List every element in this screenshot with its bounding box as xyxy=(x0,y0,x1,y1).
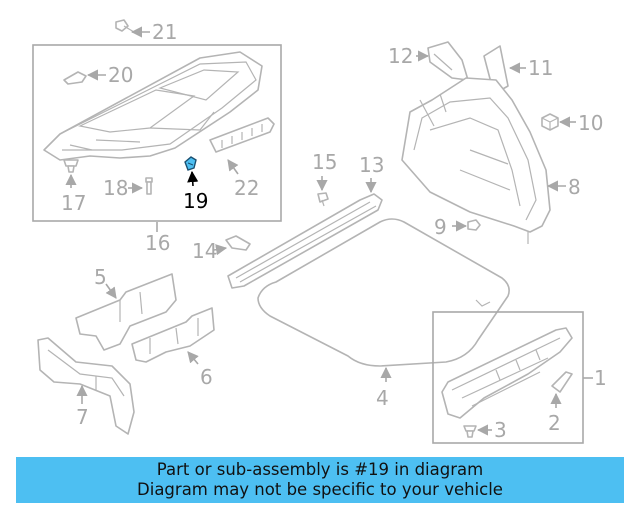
callout-21[interactable]: 21 xyxy=(152,20,177,44)
part-18-screw[interactable] xyxy=(145,177,153,195)
part-13-sill-plate[interactable] xyxy=(227,193,383,289)
callout-20[interactable]: 20 xyxy=(108,63,133,87)
callout-9[interactable]: 9 xyxy=(434,215,447,239)
part-8-side-trim[interactable] xyxy=(401,77,551,244)
caption-line-2: Diagram may not be specific to your vehi… xyxy=(137,480,503,499)
parts-diagram: 21 20 22 19 18 17 16 xyxy=(32,19,607,444)
callout-22[interactable]: 22 xyxy=(234,176,259,200)
part-1-scuff-plate[interactable] xyxy=(441,327,573,419)
part-10-nut[interactable] xyxy=(541,113,559,131)
part-21-bolt[interactable] xyxy=(115,19,135,33)
callout-15[interactable]: 15 xyxy=(312,150,337,174)
callout-14[interactable]: 14 xyxy=(192,239,217,263)
callout-3[interactable]: 3 xyxy=(494,418,507,442)
callout-12[interactable]: 12 xyxy=(388,44,413,68)
part-19-clip[interactable] xyxy=(184,156,197,171)
callout-10[interactable]: 10 xyxy=(578,111,603,135)
callout-5[interactable]: 5 xyxy=(94,265,107,289)
part-15-bolt[interactable] xyxy=(317,192,329,207)
part-9-clip[interactable] xyxy=(467,219,481,231)
part-2-clip[interactable] xyxy=(551,371,573,393)
callout-1[interactable]: 1 xyxy=(594,366,607,390)
callout-2[interactable]: 2 xyxy=(548,411,561,435)
part-17-pushclip[interactable] xyxy=(63,159,79,173)
caption-line-1: Part or sub-assembly is #19 in diagram xyxy=(156,460,484,479)
callout-11[interactable]: 11 xyxy=(528,56,553,80)
part-5-bracket[interactable] xyxy=(75,273,177,351)
part-rear-shelf-panel[interactable] xyxy=(43,51,263,161)
callout-19[interactable]: 19 xyxy=(183,189,208,213)
callout-16[interactable]: 16 xyxy=(145,231,170,255)
part-12-trim-piece[interactable] xyxy=(427,41,469,81)
part-3-pushclip[interactable] xyxy=(463,425,477,438)
part-14-fastener[interactable] xyxy=(225,235,251,251)
part-22-bracket[interactable] xyxy=(209,117,275,153)
callout-17[interactable]: 17 xyxy=(61,191,86,215)
callout-4[interactable]: 4 xyxy=(376,386,389,410)
part-4-floor-mat[interactable] xyxy=(257,218,510,367)
group-box-16 xyxy=(32,44,282,222)
part-20-clip[interactable] xyxy=(63,71,87,85)
callout-18[interactable]: 18 xyxy=(103,176,128,200)
callout-13[interactable]: 13 xyxy=(359,153,384,177)
part-6-bracket[interactable] xyxy=(131,307,215,363)
callout-6[interactable]: 6 xyxy=(200,365,213,389)
callout-8[interactable]: 8 xyxy=(568,175,581,199)
callout-7[interactable]: 7 xyxy=(76,405,89,429)
caption-banner: Part or sub-assembly is #19 in diagram D… xyxy=(16,457,624,503)
